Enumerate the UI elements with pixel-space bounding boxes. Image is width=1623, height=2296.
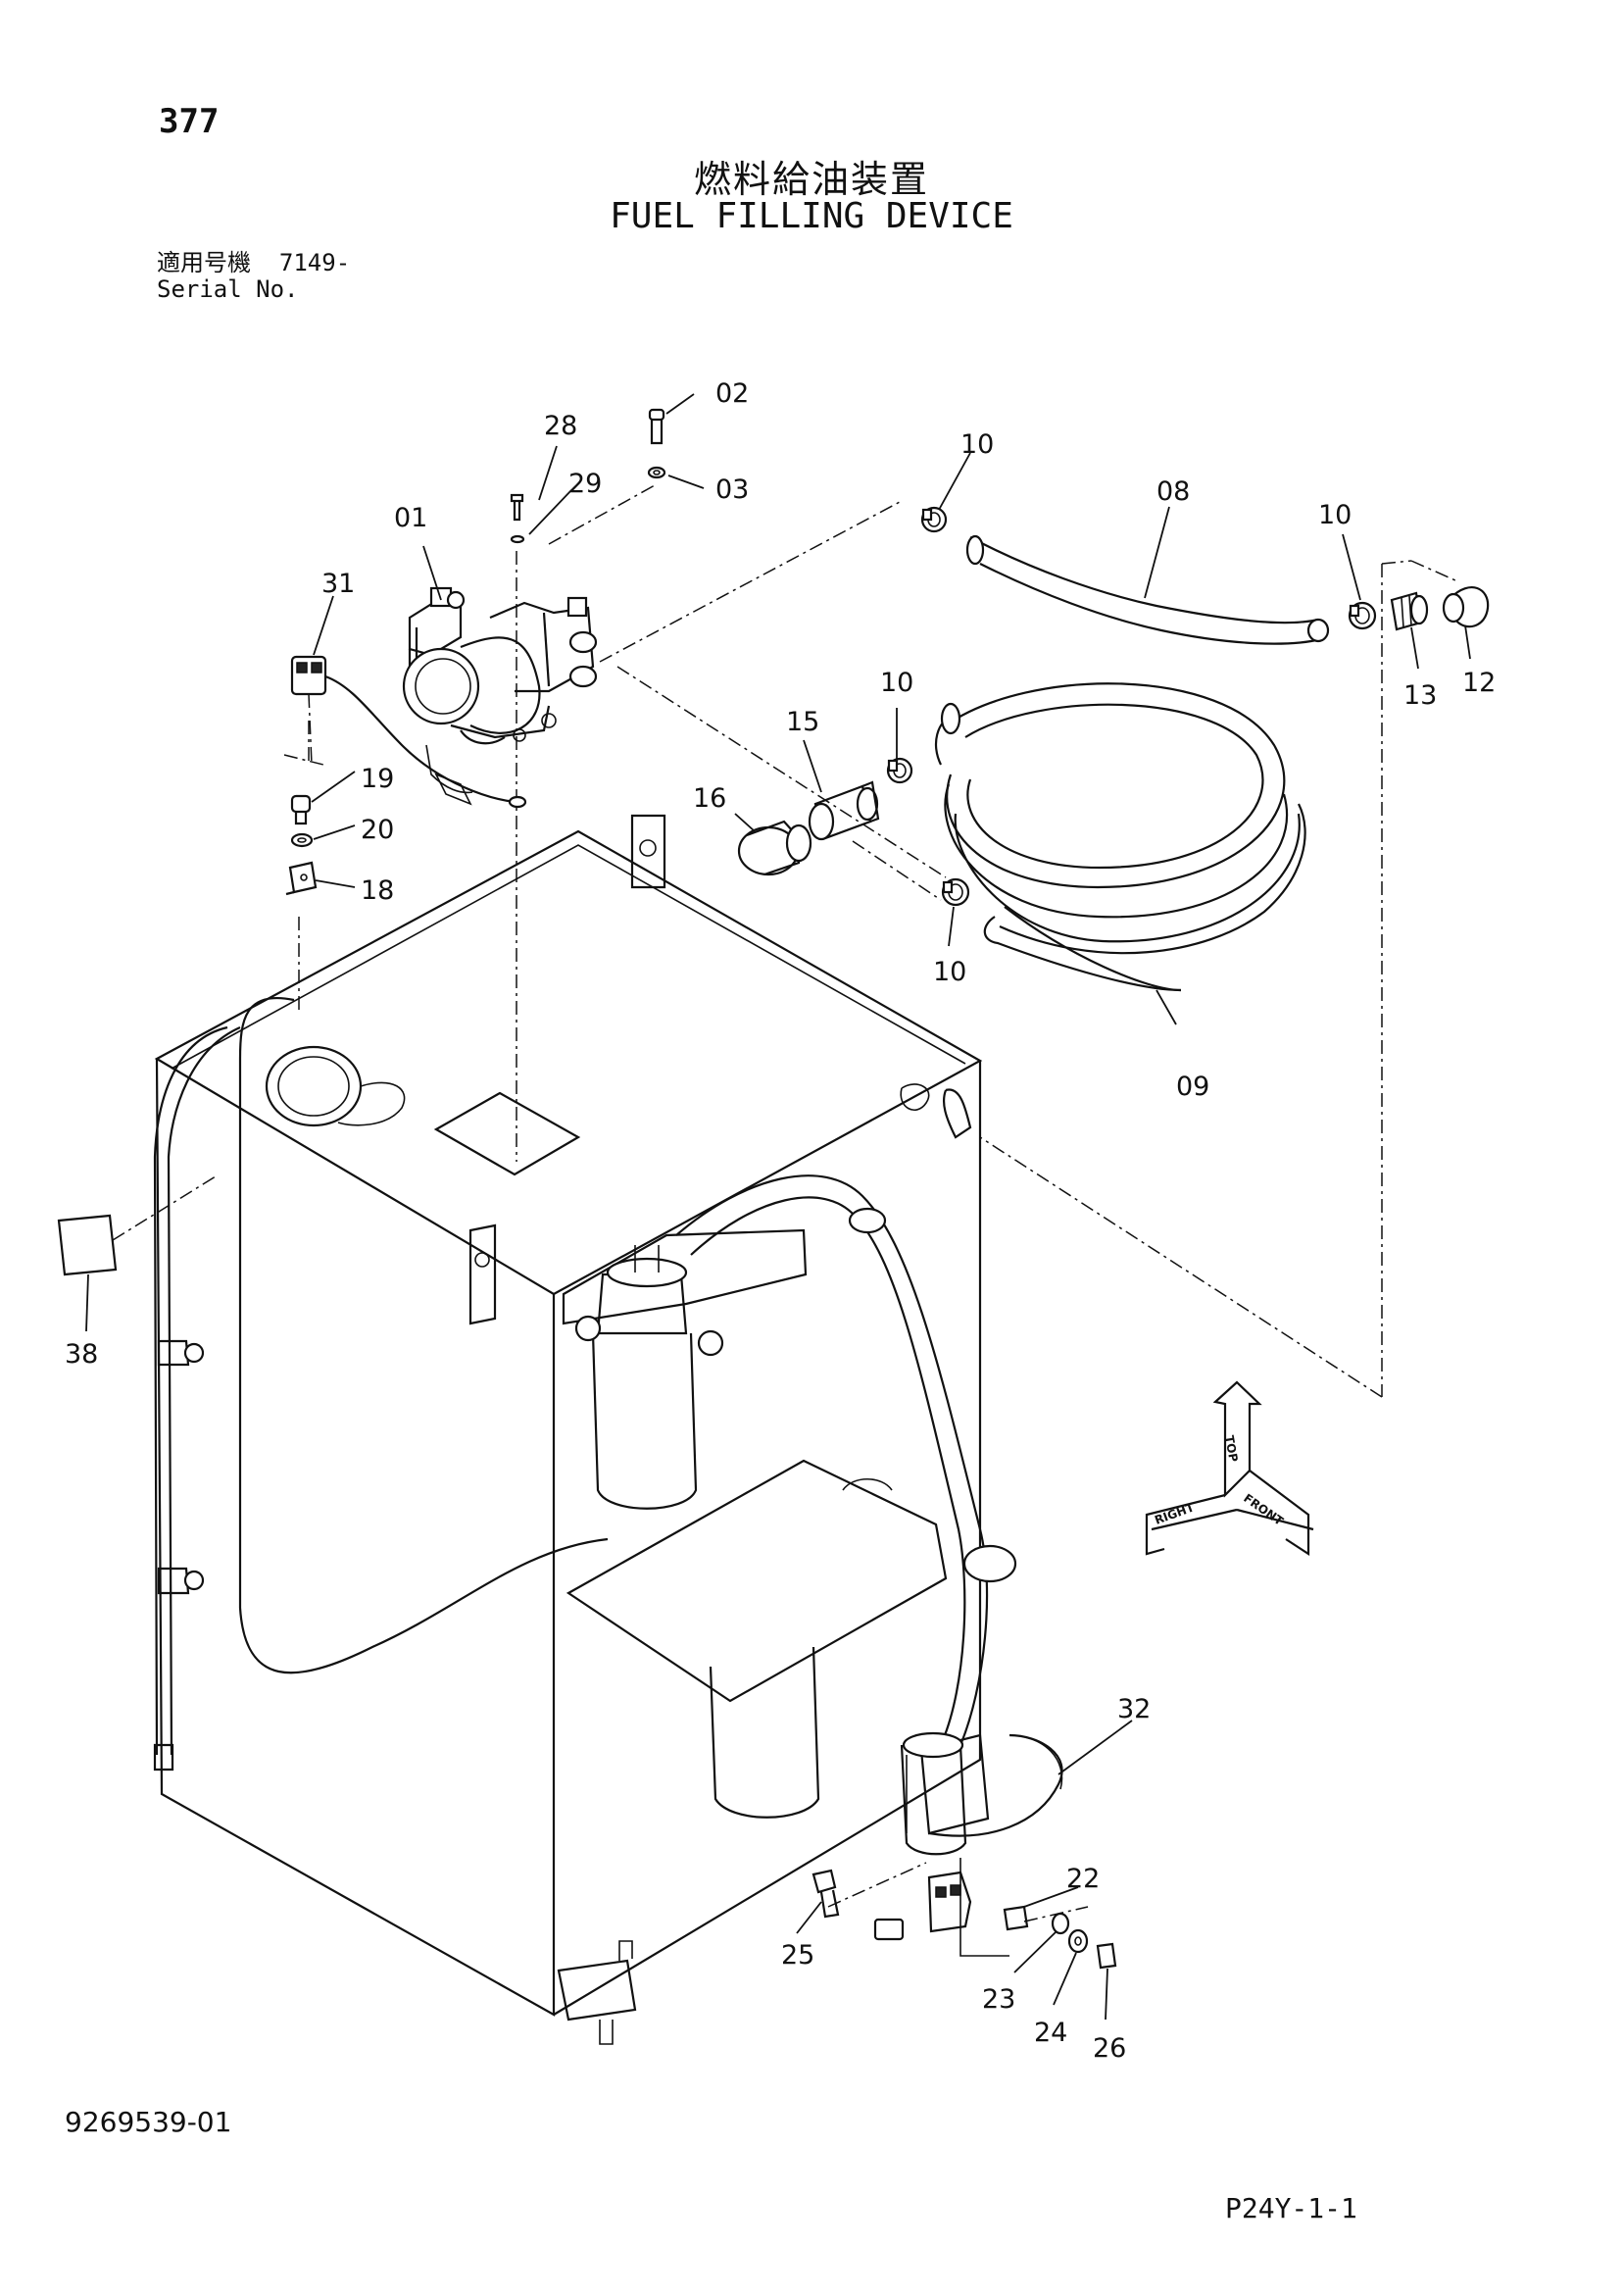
callout-10-middle: 10 — [880, 668, 913, 698]
page-title-japanese: 燃料給油装置 — [693, 158, 929, 201]
part-10-hose-clamps — [886, 506, 1377, 907]
callout-38: 38 — [65, 1339, 98, 1370]
page-number: 377 — [159, 102, 220, 141]
callout-16: 16 — [693, 783, 726, 814]
callout-28: 28 — [544, 411, 577, 441]
callout-31: 31 — [321, 569, 355, 599]
callout-24: 24 — [1034, 2018, 1067, 2048]
callout-25: 25 — [781, 1940, 814, 1971]
callout-10-bottom: 10 — [933, 957, 966, 987]
part-31-connector — [290, 655, 527, 809]
callout-19: 19 — [361, 764, 394, 794]
callout-03: 03 — [715, 474, 749, 505]
part-09-coiled-hose — [934, 682, 1306, 992]
part-01-fuel-pump — [402, 586, 598, 745]
callout-29: 29 — [568, 469, 602, 499]
callout-10-top-right: 10 — [1318, 500, 1352, 530]
document-number: 9269539-01 — [65, 2106, 232, 2138]
construction-lines — [112, 484, 1456, 1922]
part-38-label — [57, 1214, 118, 1276]
serial-info: 適用号機 7149- Serial No. — [157, 250, 350, 303]
serial-label-japanese: 適用号機 — [157, 249, 251, 276]
page-title: FUEL FILLING DEVICE — [610, 196, 1013, 236]
callout-12: 12 — [1462, 668, 1496, 698]
callout-02: 02 — [715, 378, 749, 409]
callout-22: 22 — [1066, 1864, 1100, 1894]
callout-23: 23 — [982, 1984, 1015, 2015]
direction-indicator: TOP FRONT RIGHT — [1145, 1380, 1314, 1557]
hose-clamp-3 — [886, 757, 913, 784]
callout-09: 09 — [1176, 1072, 1209, 1102]
serial-label: Serial No. — [157, 275, 299, 303]
parts-12-13-fittings — [1390, 586, 1490, 631]
leader-lines — [85, 393, 1471, 2021]
page-code: P24Y-1-1 — [1225, 2192, 1357, 2224]
parts-22-26-hardware — [812, 1869, 1117, 1970]
parts-28-29-screw-washer — [510, 493, 525, 544]
hose-clamp-2 — [1348, 601, 1377, 630]
callout-08: 08 — [1156, 476, 1190, 507]
callout-26: 26 — [1093, 2033, 1126, 2064]
hose-clamp-4 — [941, 877, 970, 907]
parts-18-19-20-bracket-bolt-washer — [285, 794, 318, 896]
fuel-tank — [153, 814, 1063, 2045]
callout-15: 15 — [786, 707, 819, 737]
parts-02-03-bolt-washer — [647, 408, 666, 479]
callout-20: 20 — [361, 815, 394, 845]
callout-01: 01 — [394, 503, 427, 533]
callout-10-top-left: 10 — [960, 429, 994, 460]
serial-value: 7149- — [278, 249, 351, 276]
direction-label-front: FRONT — [1241, 1491, 1286, 1528]
parts-15-16-adapter-cap — [737, 780, 880, 876]
callout-32: 32 — [1117, 1694, 1151, 1724]
callout-numbers: 01 02 03 28 29 10 08 10 13 12 31 10 15 1… — [65, 378, 1496, 2064]
part-08-hose — [965, 534, 1330, 645]
direction-label-top: TOP — [1222, 1434, 1241, 1463]
hose-clamp-1 — [920, 506, 948, 533]
callout-18: 18 — [361, 875, 394, 906]
callout-13: 13 — [1403, 680, 1437, 711]
